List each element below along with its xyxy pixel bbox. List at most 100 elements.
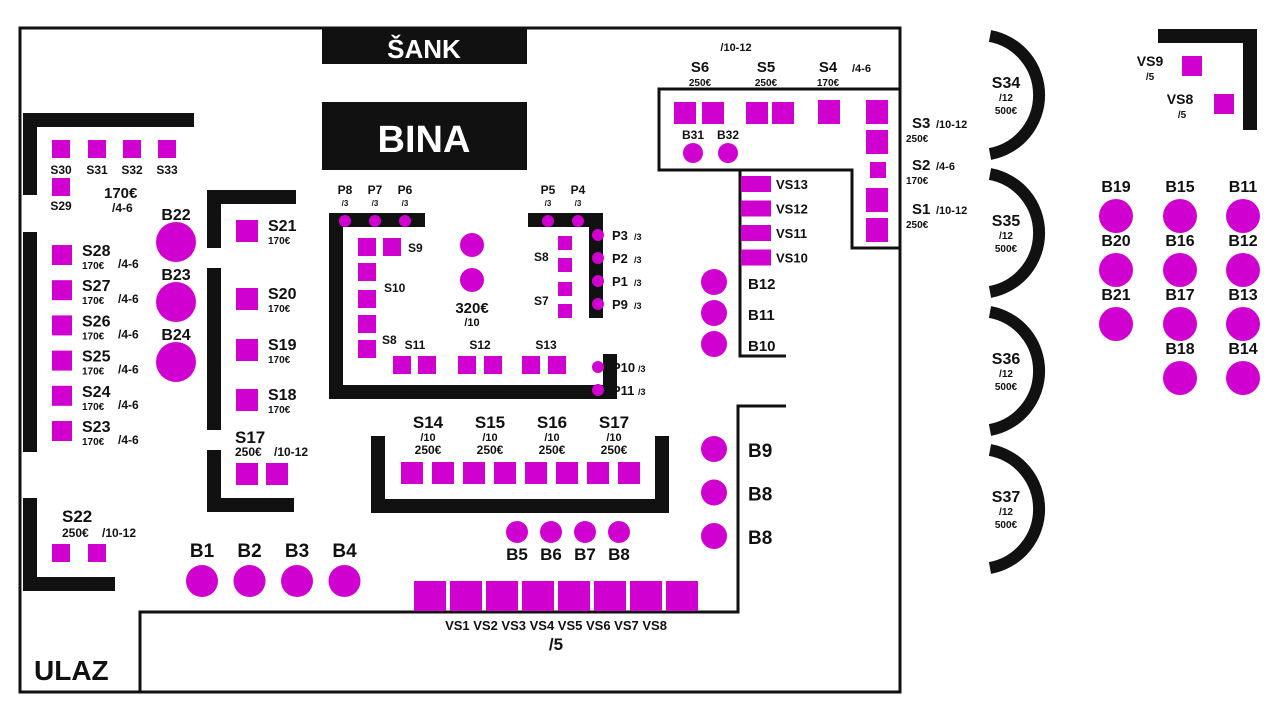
- p1-seat[interactable]: [592, 275, 604, 287]
- s9-b-seat[interactable]: [383, 238, 401, 256]
- b19-grid-seat[interactable]: [1099, 199, 1133, 233]
- s31-seat[interactable]: [88, 140, 106, 158]
- vs13-seat[interactable]: [741, 176, 771, 192]
- s13-b-seat[interactable]: [548, 356, 566, 374]
- b1-seat[interactable]: [186, 565, 218, 597]
- s1-a-seat[interactable]: [866, 188, 888, 212]
- s30-seat[interactable]: [52, 140, 70, 158]
- b14-grid-seat[interactable]: [1226, 361, 1260, 395]
- p6-seat[interactable]: [399, 215, 411, 227]
- s10-a-seat[interactable]: [358, 263, 376, 281]
- vs11-seat[interactable]: [741, 225, 771, 241]
- s6-a-seat[interactable]: [674, 102, 696, 124]
- s1-b-seat[interactable]: [866, 218, 888, 242]
- s3-a-seat[interactable]: [866, 100, 888, 124]
- b15-grid-seat[interactable]: [1163, 199, 1197, 233]
- b6-center-seat[interactable]: [540, 521, 562, 543]
- p11-seat[interactable]: [592, 384, 604, 396]
- s27-seat[interactable]: [52, 280, 72, 301]
- s22-b-seat[interactable]: [88, 544, 106, 562]
- b32-seat[interactable]: [718, 143, 738, 163]
- b8-lower-1-seat[interactable]: [701, 479, 727, 506]
- s11-b-seat[interactable]: [418, 356, 436, 374]
- vs9-seat[interactable]: [1182, 56, 1202, 76]
- p7-seat[interactable]: [369, 215, 381, 227]
- b31-seat[interactable]: [683, 143, 703, 163]
- s25-seat[interactable]: [52, 350, 72, 371]
- p8-seat[interactable]: [339, 215, 351, 227]
- b17-grid-seat[interactable]: [1163, 307, 1197, 341]
- s11-a-seat[interactable]: [393, 356, 411, 374]
- b21-grid-seat[interactable]: [1099, 307, 1133, 341]
- p4-seat[interactable]: [572, 215, 584, 227]
- s14-front-b-seat[interactable]: [432, 462, 454, 484]
- s17-left-b-seat[interactable]: [266, 463, 288, 485]
- s12-a-seat[interactable]: [458, 356, 476, 374]
- b12-right-seat[interactable]: [701, 269, 727, 295]
- b11-right-seat[interactable]: [701, 300, 727, 326]
- s10-b-seat[interactable]: [358, 290, 376, 308]
- s19-seat[interactable]: [236, 339, 258, 361]
- s21-seat[interactable]: [236, 220, 258, 242]
- s33-seat[interactable]: [158, 140, 176, 158]
- b13-grid-seat[interactable]: [1226, 307, 1260, 341]
- b8-center-seat[interactable]: [608, 521, 630, 543]
- b5-center-seat[interactable]: [506, 521, 528, 543]
- s14-front-a-seat[interactable]: [401, 462, 423, 484]
- center-b-seat[interactable]: [460, 268, 484, 292]
- p3-seat[interactable]: [592, 229, 604, 241]
- p9-seat[interactable]: [592, 298, 604, 310]
- b11-grid-seat[interactable]: [1226, 199, 1260, 233]
- b20-grid-seat[interactable]: [1099, 253, 1133, 287]
- vs4-row-seat[interactable]: [522, 581, 554, 611]
- p10-seat[interactable]: [592, 361, 604, 373]
- s7-b-seat[interactable]: [558, 304, 572, 318]
- s2-a-seat[interactable]: [870, 162, 886, 178]
- s29-seat[interactable]: [52, 178, 70, 196]
- b8-lower-2-seat[interactable]: [701, 523, 727, 549]
- vs3-row-seat[interactable]: [486, 581, 518, 611]
- b16-grid-seat[interactable]: [1163, 253, 1197, 287]
- vs1-row-seat[interactable]: [414, 581, 446, 611]
- s9-a-seat[interactable]: [358, 238, 376, 256]
- b10-right-seat[interactable]: [701, 331, 727, 357]
- vs5-row-seat[interactable]: [558, 581, 590, 611]
- vs10-seat[interactable]: [741, 249, 771, 266]
- vs12-seat[interactable]: [741, 200, 771, 217]
- s28-seat[interactable]: [52, 245, 72, 265]
- b22-seat[interactable]: [156, 222, 196, 262]
- vs8-row-seat[interactable]: [666, 581, 698, 611]
- s17-front-a-seat[interactable]: [587, 462, 609, 484]
- s16-front-a-seat[interactable]: [525, 462, 547, 484]
- s12-b-seat[interactable]: [484, 356, 502, 374]
- vs6-row-seat[interactable]: [594, 581, 626, 611]
- b23-seat[interactable]: [156, 282, 196, 322]
- p5-seat[interactable]: [542, 215, 554, 227]
- s23-seat[interactable]: [52, 421, 72, 441]
- s5-b-seat[interactable]: [772, 102, 794, 124]
- s17-left-a-seat[interactable]: [236, 463, 258, 485]
- s20-seat[interactable]: [236, 288, 258, 310]
- p2-seat[interactable]: [592, 252, 604, 264]
- s15-front-b-seat[interactable]: [494, 462, 516, 484]
- s26-seat[interactable]: [52, 315, 72, 336]
- s8-right-b-seat[interactable]: [558, 258, 572, 272]
- vs8-seat[interactable]: [1214, 94, 1234, 114]
- s8-left-b-seat[interactable]: [358, 340, 376, 358]
- s4-seat-a-seat[interactable]: [818, 100, 840, 124]
- s16-front-b-seat[interactable]: [556, 462, 578, 484]
- b9-lower-0-seat[interactable]: [701, 436, 727, 462]
- s7-a-seat[interactable]: [558, 282, 572, 296]
- s3-b-seat[interactable]: [866, 130, 888, 154]
- s6-b-seat[interactable]: [702, 102, 724, 124]
- b2-seat[interactable]: [233, 565, 266, 597]
- s22-a-seat[interactable]: [52, 544, 70, 562]
- b24-seat[interactable]: [156, 342, 196, 382]
- b18-grid-seat[interactable]: [1163, 361, 1197, 395]
- s5-a-seat[interactable]: [746, 102, 768, 124]
- b4-seat[interactable]: [328, 565, 361, 597]
- s8-left-a-seat[interactable]: [358, 315, 376, 333]
- s8-right-a-seat[interactable]: [558, 236, 572, 250]
- b12-grid-seat[interactable]: [1226, 253, 1260, 287]
- s18-seat[interactable]: [236, 389, 258, 411]
